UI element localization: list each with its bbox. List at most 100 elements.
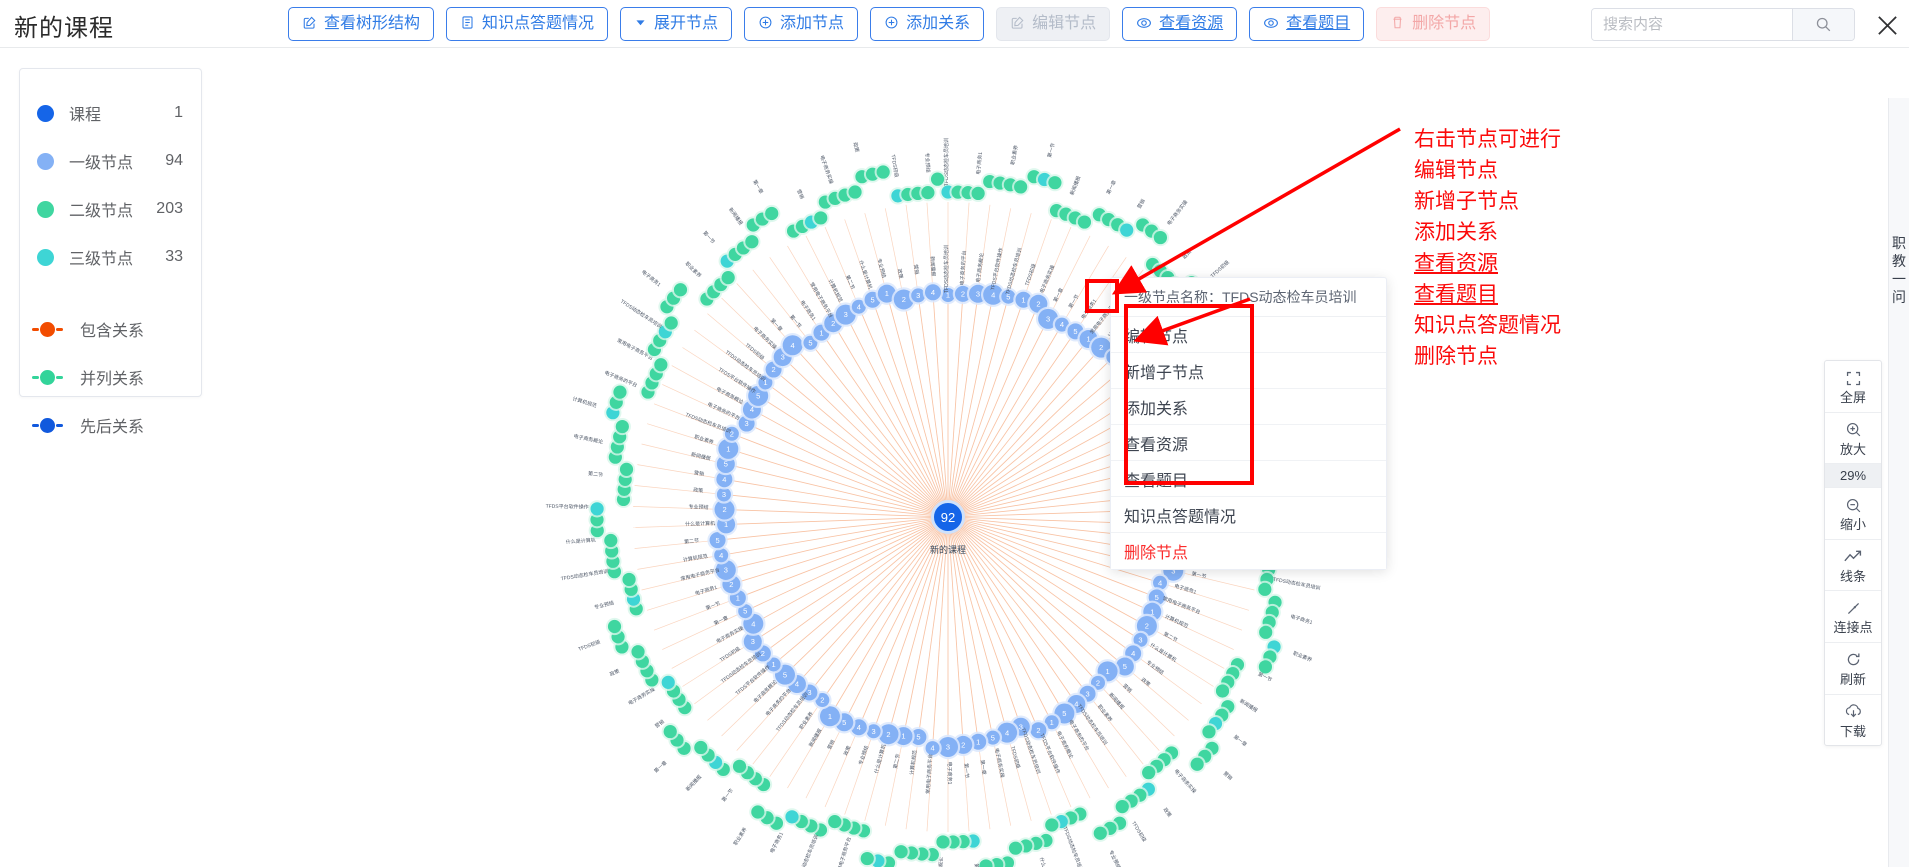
graph-node-level1[interactable]	[1133, 632, 1148, 647]
graph-node-level2[interactable]	[745, 235, 759, 249]
graph-node-level1[interactable]	[743, 632, 762, 651]
context-menu-item-6[interactable]: 删除节点	[1111, 533, 1386, 569]
graph-node-level1[interactable]	[716, 487, 731, 502]
graph-node-level2[interactable]	[1008, 841, 1023, 855]
graph-node-level3[interactable]	[590, 502, 604, 516]
toolbar-button-4[interactable]: 添加关系	[870, 7, 985, 41]
graph-tools-panel[interactable]: 全屏 放大 29% 缩小	[1824, 360, 1882, 747]
graph-node-level3[interactable]	[1120, 223, 1134, 237]
graph-node-level2[interactable]	[765, 206, 779, 221]
side-drawer-tab[interactable]	[1888, 98, 1909, 867]
graph-node-level1[interactable]	[1030, 722, 1047, 739]
graph-node-level1[interactable]	[819, 706, 840, 727]
graph-node-level1[interactable]	[941, 288, 955, 302]
graph-node-level1[interactable]	[877, 284, 896, 303]
graph-node-level1[interactable]	[815, 693, 830, 708]
graph-node-level1[interactable]	[954, 285, 971, 302]
graph-node-level2[interactable]	[971, 186, 985, 201]
toolbar-button-0[interactable]: 查看树形结构	[288, 7, 435, 41]
graph-node-level2[interactable]	[848, 185, 862, 199]
tool-fullscreen[interactable]: 全屏	[1825, 361, 1881, 413]
graph-center-node[interactable]: 92	[931, 500, 965, 534]
graph-node-level2[interactable]	[694, 740, 708, 755]
graph-node-level1[interactable]	[709, 532, 726, 549]
tool-zoom-in[interactable]: 放大	[1825, 413, 1881, 465]
graph-node-level1[interactable]	[911, 288, 926, 303]
graph-node-level2[interactable]	[613, 385, 627, 399]
node-context-menu[interactable]: 一级节点名称：TFDS动态检车员培训 编辑节点新增子节点添加关系查看资源查看题目…	[1110, 277, 1387, 570]
graph-node-level1[interactable]	[1001, 289, 1016, 304]
graph-node-level2[interactable]	[631, 645, 645, 659]
graph-node-level2[interactable]	[622, 572, 636, 587]
close-button[interactable]	[1872, 10, 1902, 40]
graph-node-level1[interactable]	[1153, 575, 1168, 590]
graph-node-level1[interactable]	[782, 335, 803, 356]
graph-node-level1[interactable]	[758, 375, 773, 390]
graph-node-level2[interactable]	[1077, 215, 1092, 229]
toolbar-button-1[interactable]: 知识点答题情况	[446, 7, 609, 41]
graph-node-level1[interactable]	[910, 729, 927, 746]
graph-node-level2[interactable]	[1202, 725, 1216, 739]
toolbar-button-7[interactable]: 查看题目	[1249, 7, 1365, 41]
graph-node-level1[interactable]	[1054, 317, 1069, 332]
graph-node-level1[interactable]	[925, 741, 940, 756]
graph-node-level2[interactable]	[732, 759, 747, 773]
graph-node-level2[interactable]	[1190, 757, 1204, 771]
graph-node-level1[interactable]	[1115, 657, 1134, 676]
legend-relation-row[interactable]: 包含关系	[20, 305, 201, 353]
context-menu-item-2[interactable]: 添加关系	[1111, 389, 1386, 425]
graph-node-level2[interactable]	[979, 859, 993, 867]
search-button[interactable]	[1792, 9, 1854, 40]
legend-relation-row[interactable]: 并列关系	[20, 353, 201, 401]
graph-node-level1[interactable]	[716, 471, 733, 488]
graph-node-level2[interactable]	[1142, 766, 1156, 780]
graph-node-level1[interactable]	[766, 657, 781, 672]
graph-node-level2[interactable]	[619, 462, 634, 476]
context-menu-item-4[interactable]: 查看题目	[1111, 461, 1386, 497]
context-menu-item-0[interactable]: 编辑节点	[1111, 317, 1386, 353]
context-menu-item-5[interactable]: 知识点答题情况	[1111, 497, 1386, 533]
graph-node-level2[interactable]	[673, 283, 688, 297]
graph-node-level2[interactable]	[894, 845, 908, 859]
tool-zoom-out[interactable]: 缩小	[1825, 488, 1881, 540]
graph-node-level1[interactable]	[718, 438, 739, 459]
tool-download[interactable]: 下载	[1825, 695, 1881, 746]
toolbar-button-2[interactable]: 展开节点	[620, 7, 733, 41]
graph-node-level1[interactable]	[938, 737, 958, 757]
graph-node-level1[interactable]	[715, 559, 736, 580]
graph-node-level1[interactable]	[724, 426, 739, 441]
graph-node-level2[interactable]	[607, 619, 622, 634]
context-menu-items[interactable]: 编辑节点新增子节点添加关系查看资源查看题目知识点答题情况删除节点	[1111, 317, 1386, 569]
graph-node-level2[interactable]	[921, 186, 935, 200]
graph-node-level1[interactable]	[851, 299, 866, 314]
graph-node-level2[interactable]	[1259, 625, 1273, 639]
graph-node-level2[interactable]	[828, 815, 842, 829]
graph-node-level2[interactable]	[664, 316, 678, 330]
graph-node-level2[interactable]	[1215, 684, 1230, 698]
context-menu-item-1[interactable]: 新增子节点	[1111, 353, 1386, 389]
legend-relation-row[interactable]: 先后关系	[20, 401, 201, 449]
tool-connector[interactable]: 连接点	[1825, 591, 1881, 643]
graph-node-level1[interactable]	[924, 284, 941, 301]
graph-node-level3[interactable]	[785, 810, 799, 824]
graph-node-level1[interactable]	[714, 499, 735, 520]
graph-node-level2[interactable]	[814, 211, 828, 225]
search-input[interactable]	[1592, 9, 1792, 40]
graph-node-level1[interactable]	[866, 724, 881, 739]
graph-node-level2[interactable]	[1115, 800, 1129, 814]
graph-node-level2[interactable]	[1048, 176, 1062, 190]
graph-node-level2[interactable]	[1045, 818, 1059, 832]
graph-node-level2[interactable]	[751, 805, 765, 819]
search-box[interactable]	[1591, 8, 1855, 41]
graph-node-level1[interactable]	[1044, 715, 1059, 730]
graph-node-level2[interactable]	[930, 172, 945, 186]
graph-node-level2[interactable]	[1258, 660, 1273, 674]
graph-node-level2[interactable]	[860, 851, 874, 866]
graph-node-level2[interactable]	[654, 358, 668, 372]
graph-node-level2[interactable]	[615, 419, 629, 434]
graph-node-level2[interactable]	[721, 271, 735, 285]
toolbar-button-6[interactable]: 查看资源	[1122, 7, 1238, 41]
